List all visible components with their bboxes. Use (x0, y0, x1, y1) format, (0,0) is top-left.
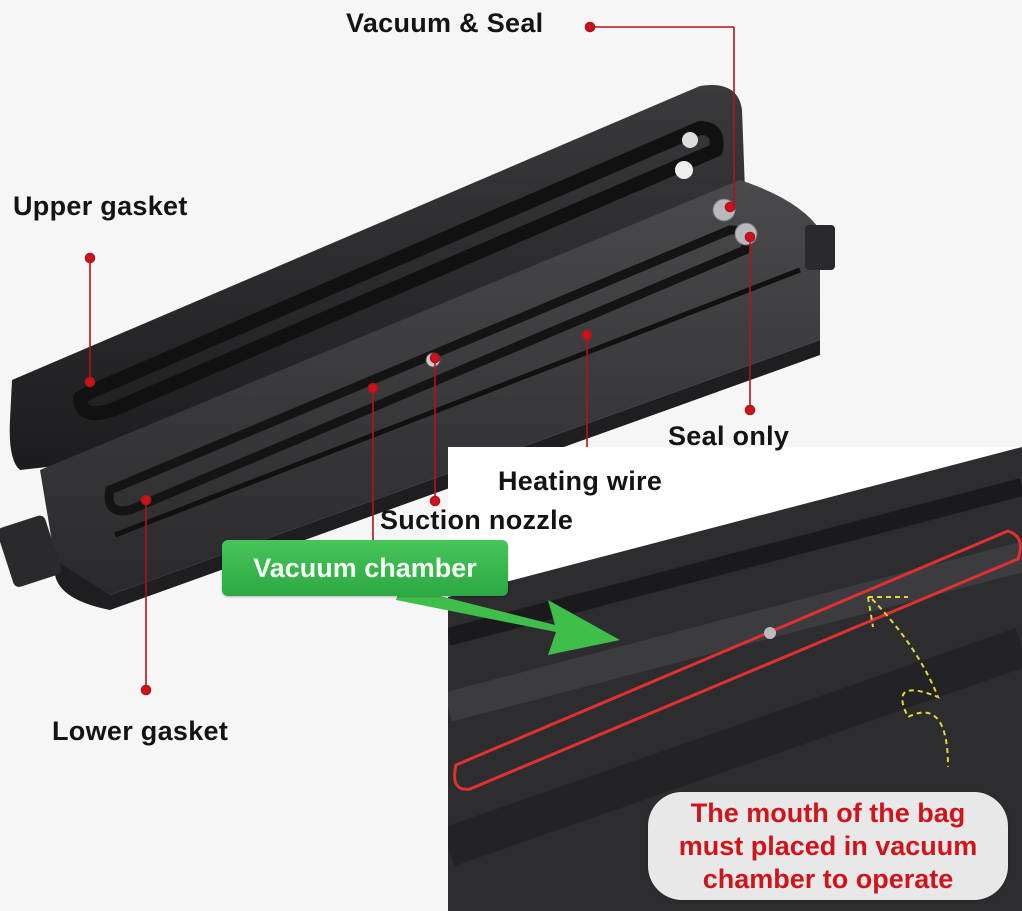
label-vacuum-seal: Vacuum & Seal (346, 8, 544, 38)
label-suction-nozzle: Suction nozzle (380, 505, 574, 535)
label-seal-only: Seal only (668, 421, 790, 451)
bag-mouth-outline (871, 598, 949, 768)
instruction-note: The mouth of the bag must placed in vacu… (648, 792, 1008, 900)
label-vacuum-chamber: Vacuum chamber (222, 540, 508, 596)
heating-wire-shape (114, 267, 801, 538)
note-line-2: must placed in vacuum (678, 830, 978, 861)
label-upper-gasket: Upper gasket (13, 191, 188, 221)
upper-gasket-shape (73, 121, 724, 420)
note-line-1: The mouth of the bag (690, 797, 966, 828)
vacuum-chamber-outline (453, 529, 1022, 791)
label-heating-wire: Heating wire (498, 466, 663, 496)
label-lower-gasket: Lower gasket (52, 716, 229, 746)
note-line-3: chamber to operate (702, 863, 954, 894)
